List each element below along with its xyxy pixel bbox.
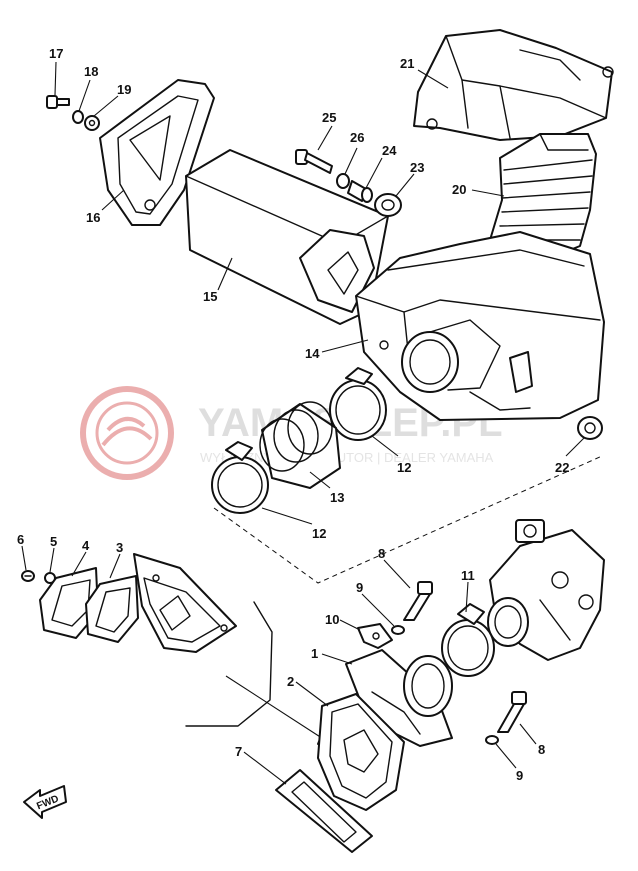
washer-19 xyxy=(84,115,100,131)
screw-6 xyxy=(21,570,35,582)
watermark-logo-icon xyxy=(80,386,174,480)
callout-5: 5 xyxy=(50,534,57,549)
callout-26: 26 xyxy=(350,130,364,145)
hose-clamp-10 xyxy=(357,623,393,649)
callout-9-lower: 9 xyxy=(516,768,523,783)
assembly-bracket xyxy=(185,601,273,727)
callout-8-lower: 8 xyxy=(538,742,545,757)
callout-10: 10 xyxy=(325,612,339,627)
reed-stopper-4 xyxy=(39,567,99,639)
washer-9-lower xyxy=(485,735,499,745)
washer-18 xyxy=(72,110,84,124)
bolt-17 xyxy=(46,95,70,109)
reed-valve-3 xyxy=(85,575,139,643)
callout-8-upper: 8 xyxy=(378,546,385,561)
callout-15: 15 xyxy=(203,289,217,304)
callout-7: 7 xyxy=(235,744,242,759)
callout-17: 17 xyxy=(49,46,63,61)
callout-25: 25 xyxy=(322,110,336,125)
callout-24: 24 xyxy=(382,143,397,158)
callout-19: 19 xyxy=(117,82,131,97)
bolt-8-lower xyxy=(497,691,527,733)
callout-12-lower: 12 xyxy=(312,526,326,541)
bolt-25 xyxy=(295,149,333,174)
airbox-14 xyxy=(355,231,605,421)
reed-valve-assembly-2 xyxy=(317,693,405,811)
callout-1: 1 xyxy=(311,646,318,661)
reed-valve-body xyxy=(133,553,237,653)
callout-3: 3 xyxy=(116,540,123,555)
callout-14: 14 xyxy=(305,346,320,361)
callout-4: 4 xyxy=(82,538,90,553)
callout-9-upper: 9 xyxy=(356,580,363,595)
clamp-12-upper xyxy=(329,367,387,441)
callout-23: 23 xyxy=(410,160,424,175)
assembly-outline xyxy=(213,455,603,584)
callout-21: 21 xyxy=(400,56,414,71)
gasket-7 xyxy=(275,769,373,853)
washer-26 xyxy=(336,173,350,189)
callout-11: 11 xyxy=(461,568,475,583)
clamp-11 xyxy=(441,603,495,677)
joint-13 xyxy=(259,401,341,489)
callout-12-upper: 12 xyxy=(397,460,411,475)
callout-6: 6 xyxy=(17,532,24,547)
airbox-cover-21 xyxy=(413,29,614,141)
callout-20: 20 xyxy=(452,182,466,197)
collar-24 xyxy=(347,180,373,203)
callout-13: 13 xyxy=(330,490,344,505)
filter-frame-16 xyxy=(99,79,215,226)
carburetor xyxy=(487,519,605,661)
grommet-23 xyxy=(374,193,402,217)
washer-9-upper xyxy=(391,625,405,635)
forward-arrow-icon: FWD xyxy=(23,785,67,819)
callout-22: 22 xyxy=(555,460,569,475)
callout-16: 16 xyxy=(86,210,100,225)
callout-2: 2 xyxy=(287,674,294,689)
clamp-12-lower xyxy=(211,441,269,514)
callout-labels: 17 18 19 16 15 25 26 24 23 21 20 14 22 1… xyxy=(17,46,569,783)
callout-18: 18 xyxy=(84,64,98,79)
carb-joint-1 xyxy=(345,649,453,747)
grommet-22 xyxy=(577,416,603,440)
leader-lines xyxy=(21,61,585,785)
bolt-8-upper xyxy=(403,581,433,621)
